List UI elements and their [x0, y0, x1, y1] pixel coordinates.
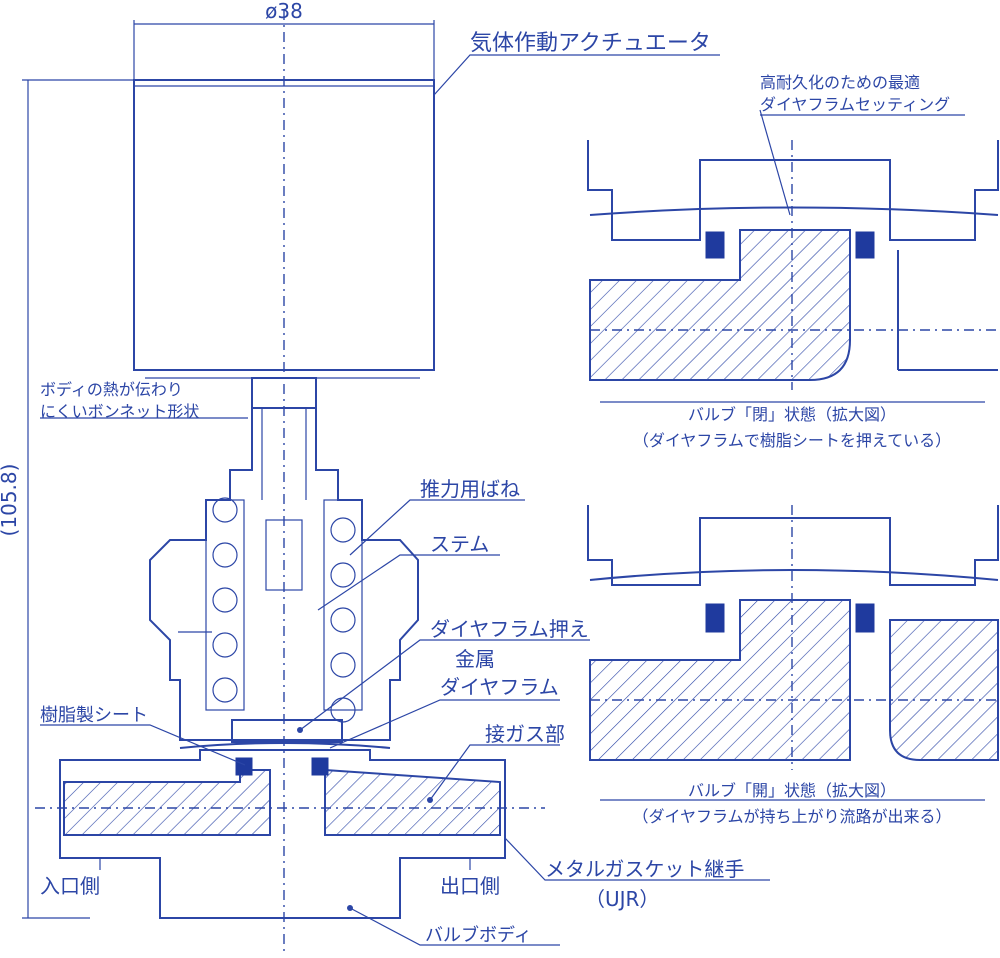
spring-label: 推力用ばね: [420, 477, 520, 501]
closed-detail-title: バルブ「閉」状態（拡大図）: [688, 405, 896, 424]
valve-body: [59, 749, 506, 919]
metal-diaphragm: [179, 742, 391, 749]
resin-seat-label: 樹脂製シート: [40, 705, 148, 726]
open-detail-title: バルブ「開」状態（拡大図）: [688, 781, 896, 800]
wetted-part-label: 接ガス部: [485, 722, 565, 746]
outlet-label: 出口側: [440, 874, 500, 898]
height-value: (105.8): [0, 464, 21, 537]
bonnet-label: ボディの熱が伝わり にくいボンネット形状: [40, 380, 199, 421]
optimal-setting-line2: ダイヤフラムセッティング: [760, 95, 950, 114]
spring-right: [323, 499, 363, 723]
open-detail-note: （ダイヤフラムが持ち上がり流路が出来る）: [632, 807, 951, 826]
detail-open: [587, 505, 999, 801]
actuator-label: 気体作動アクチュエータ: [470, 31, 711, 56]
height-dimension: (105.8): [0, 79, 134, 919]
leader-lines: [40, 54, 965, 946]
inlet-label: 入口側: [40, 874, 100, 898]
closed-detail-note: （ダイヤフラムで樹脂シートを押えている）: [633, 431, 951, 450]
optimal-setting-line1: 高耐久化のための最適: [760, 73, 920, 92]
diaphragm-retainer: [231, 719, 343, 743]
metal-diaphragm-label: 金属 ダイヤフラム: [440, 647, 559, 699]
detail-closed: [587, 140, 999, 403]
diaphragm-retainer-label: ダイヤフラム押え: [430, 617, 589, 641]
valve-body-label: バルブボディ: [425, 924, 532, 946]
optimal-setting-label: 高耐久化のための最適 ダイヤフラムセッティング: [760, 73, 950, 114]
fitting-label: メタルガスケット継手 （UJR）: [545, 857, 751, 911]
spring-left: [205, 497, 245, 711]
stem-label: ステム: [430, 532, 489, 556]
